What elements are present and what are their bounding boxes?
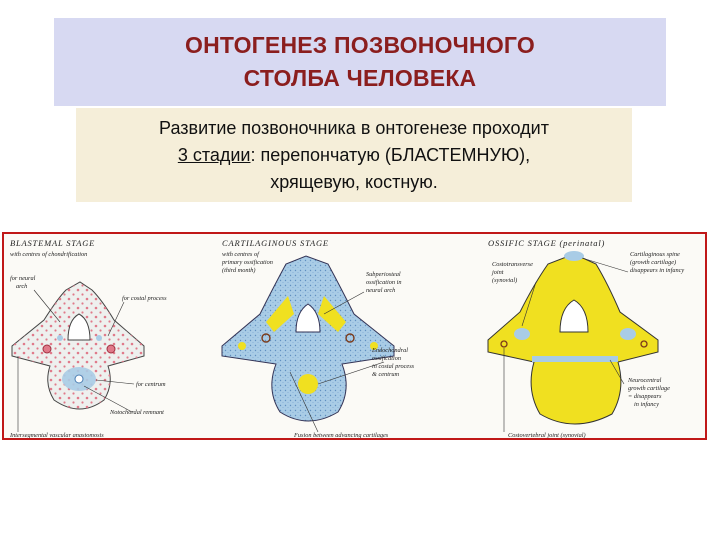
body-line-2: 3 стадии: перепончатую (БЛАСТЕМНУЮ), bbox=[178, 142, 530, 169]
title-box: ОНТОГЕНЕЗ ПОЗВОНОЧНОГО СТОЛБА ЧЕЛОВЕКА bbox=[54, 18, 666, 106]
costotransverse-3: (synovial) bbox=[492, 277, 517, 284]
cart-centres-1: with centres of bbox=[222, 251, 260, 258]
stages-list: : перепончатую (БЛАСТЕМНУЮ), bbox=[251, 145, 531, 165]
cart-centres-3: (third month) bbox=[222, 267, 256, 274]
blastemal-centres-label: with centres of chondrification bbox=[10, 251, 87, 258]
body-line-3: хрящевую, костную. bbox=[270, 169, 438, 196]
stages-count: 3 стадии bbox=[178, 145, 251, 165]
cart-centres-2: primary ossification bbox=[221, 259, 273, 266]
centrum-label: for centrum bbox=[136, 381, 166, 388]
neurocentral-3: = disappears bbox=[628, 393, 662, 400]
costotransverse-2: joint bbox=[491, 269, 504, 276]
neural-arch-label-2: arch bbox=[16, 283, 27, 290]
notochordal-label: Notochordal remnant bbox=[109, 409, 164, 416]
fusion-label: Fusion between advancing cartilages bbox=[293, 432, 389, 439]
neurocentral-2: growth cartilage bbox=[628, 385, 670, 392]
endochondral-3: in costal process bbox=[372, 363, 415, 370]
neurocentral-1: Neurocentral bbox=[627, 377, 662, 384]
endochondral-2: ossification bbox=[372, 355, 401, 362]
subperiosteal-3: neural arch bbox=[366, 287, 395, 294]
title-line-1: ОНТОГЕНЕЗ ПОЗВОНОЧНОГО bbox=[185, 29, 535, 62]
costal-process-label: for costal process bbox=[122, 295, 167, 302]
cartilaginous-stage-label: CARTILAGINOUS STAGE bbox=[222, 238, 329, 248]
endochondral-4: & centrum bbox=[372, 371, 400, 378]
ossific-stage-label: OSSIFIC STAGE (perinatal) bbox=[488, 238, 605, 248]
figure-drawing: BLASTEMAL STAGE with centres of chondrif… bbox=[4, 234, 707, 440]
cart-spine-2: (growth cartilage) bbox=[630, 259, 676, 266]
title-line-2: СТОЛБА ЧЕЛОВЕКА bbox=[244, 62, 477, 95]
subperiosteal-1: Subperiosteal bbox=[366, 271, 401, 278]
endochondral-1: Endochondral bbox=[371, 347, 408, 354]
vertebra-stages-figure: BLASTEMAL STAGE with centres of chondrif… bbox=[2, 232, 707, 440]
blastemal-stage-label: BLASTEMAL STAGE bbox=[10, 238, 95, 248]
cart-spine-3: disappears in infancy bbox=[630, 267, 684, 274]
cart-spine-1: Cartilaginous spine bbox=[630, 251, 680, 258]
body-line-1: Развитие позвоночника в онтогенезе прохо… bbox=[159, 115, 549, 142]
costovertebral-label: Costovertebral joint (synovial) bbox=[508, 432, 586, 439]
text-box: Развитие позвоночника в онтогенезе прохо… bbox=[76, 108, 632, 202]
neural-arch-label-1: for neural bbox=[10, 275, 36, 282]
intersegmental-label: Intersegmental vascular anastomosis bbox=[9, 432, 104, 439]
neurocentral-4: in infancy bbox=[634, 401, 659, 408]
subperiosteal-2: ossification in bbox=[366, 279, 402, 286]
costotransverse-1: Costotransverse bbox=[492, 261, 533, 268]
